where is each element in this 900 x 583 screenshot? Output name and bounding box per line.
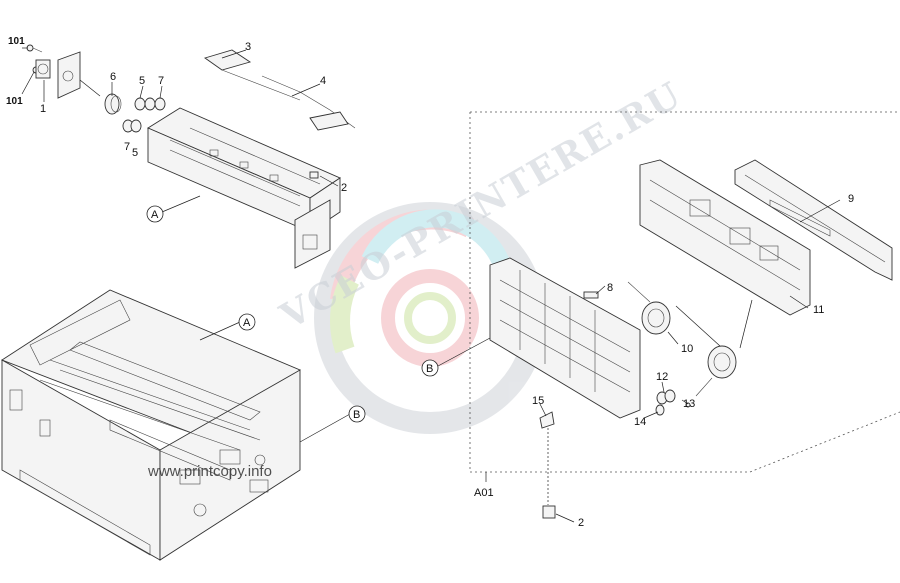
callout-circle-b-guide <box>421 359 439 377</box>
callout-a01: A01 <box>474 487 494 499</box>
callout-101-bottom: 101 <box>6 96 23 107</box>
fan-10-lower <box>695 345 737 397</box>
callout-4: 4 <box>320 75 326 87</box>
callout-13: 13 <box>683 398 695 410</box>
lever-15 <box>539 411 555 429</box>
watermark-url: www.printcopy.info <box>147 463 272 480</box>
fan-10-upper <box>627 281 671 335</box>
callout-6: 6 <box>110 71 116 83</box>
main-frame <box>1 289 301 561</box>
upper-frame-assembly <box>147 107 341 269</box>
callout-12: 12 <box>656 371 668 383</box>
wire-guide-4 <box>261 75 356 131</box>
gear-6 <box>104 93 122 115</box>
bearings-5-7-top <box>134 97 166 111</box>
screw-13 <box>685 402 691 408</box>
callout-b-guide: B <box>426 363 433 375</box>
callout-a-frame: A <box>243 317 251 329</box>
callout-5-top: 5 <box>139 75 145 87</box>
sensor-2-bottom <box>542 428 556 519</box>
callout-8: 8 <box>607 282 613 294</box>
sensor-2-top <box>309 171 319 179</box>
callout-circle-b-frame <box>348 405 366 423</box>
callout-10: 10 <box>681 343 693 355</box>
callout-14: 14 <box>634 416 646 428</box>
callout-b-frame: B <box>353 409 360 421</box>
bearing-12-14 <box>655 389 676 416</box>
plate-3 <box>203 49 301 101</box>
rear-cover-9 <box>734 159 893 281</box>
callout-2-top: 2 <box>341 182 347 194</box>
leader-lines <box>21 47 841 523</box>
callout-a-top: A <box>151 209 159 221</box>
assembly-boundary-left <box>469 112 900 473</box>
callout-1: 1 <box>40 103 46 115</box>
clip-8 <box>583 291 599 299</box>
motor-screw-101-top <box>26 44 43 53</box>
drive-motor-1 <box>35 51 101 99</box>
callout-3: 3 <box>245 41 251 53</box>
callout-5-bottom: 5 <box>132 147 138 159</box>
callout-11: 11 <box>813 304 824 316</box>
callout-7-top: 7 <box>158 75 164 87</box>
bearings-5-7-bottom <box>122 119 142 133</box>
callout-2-bottom: 2 <box>578 517 584 529</box>
callout-circle-a-top <box>146 205 164 223</box>
rear-frame-11 <box>639 159 811 316</box>
callout-15: 15 <box>532 395 544 407</box>
callout-9: 9 <box>848 193 854 205</box>
callout-101-top: 101 <box>8 36 25 47</box>
paper-guide-assembly <box>489 257 641 419</box>
callout-circle-a-frame <box>238 313 256 331</box>
callout-7-bottom: 7 <box>124 141 130 153</box>
